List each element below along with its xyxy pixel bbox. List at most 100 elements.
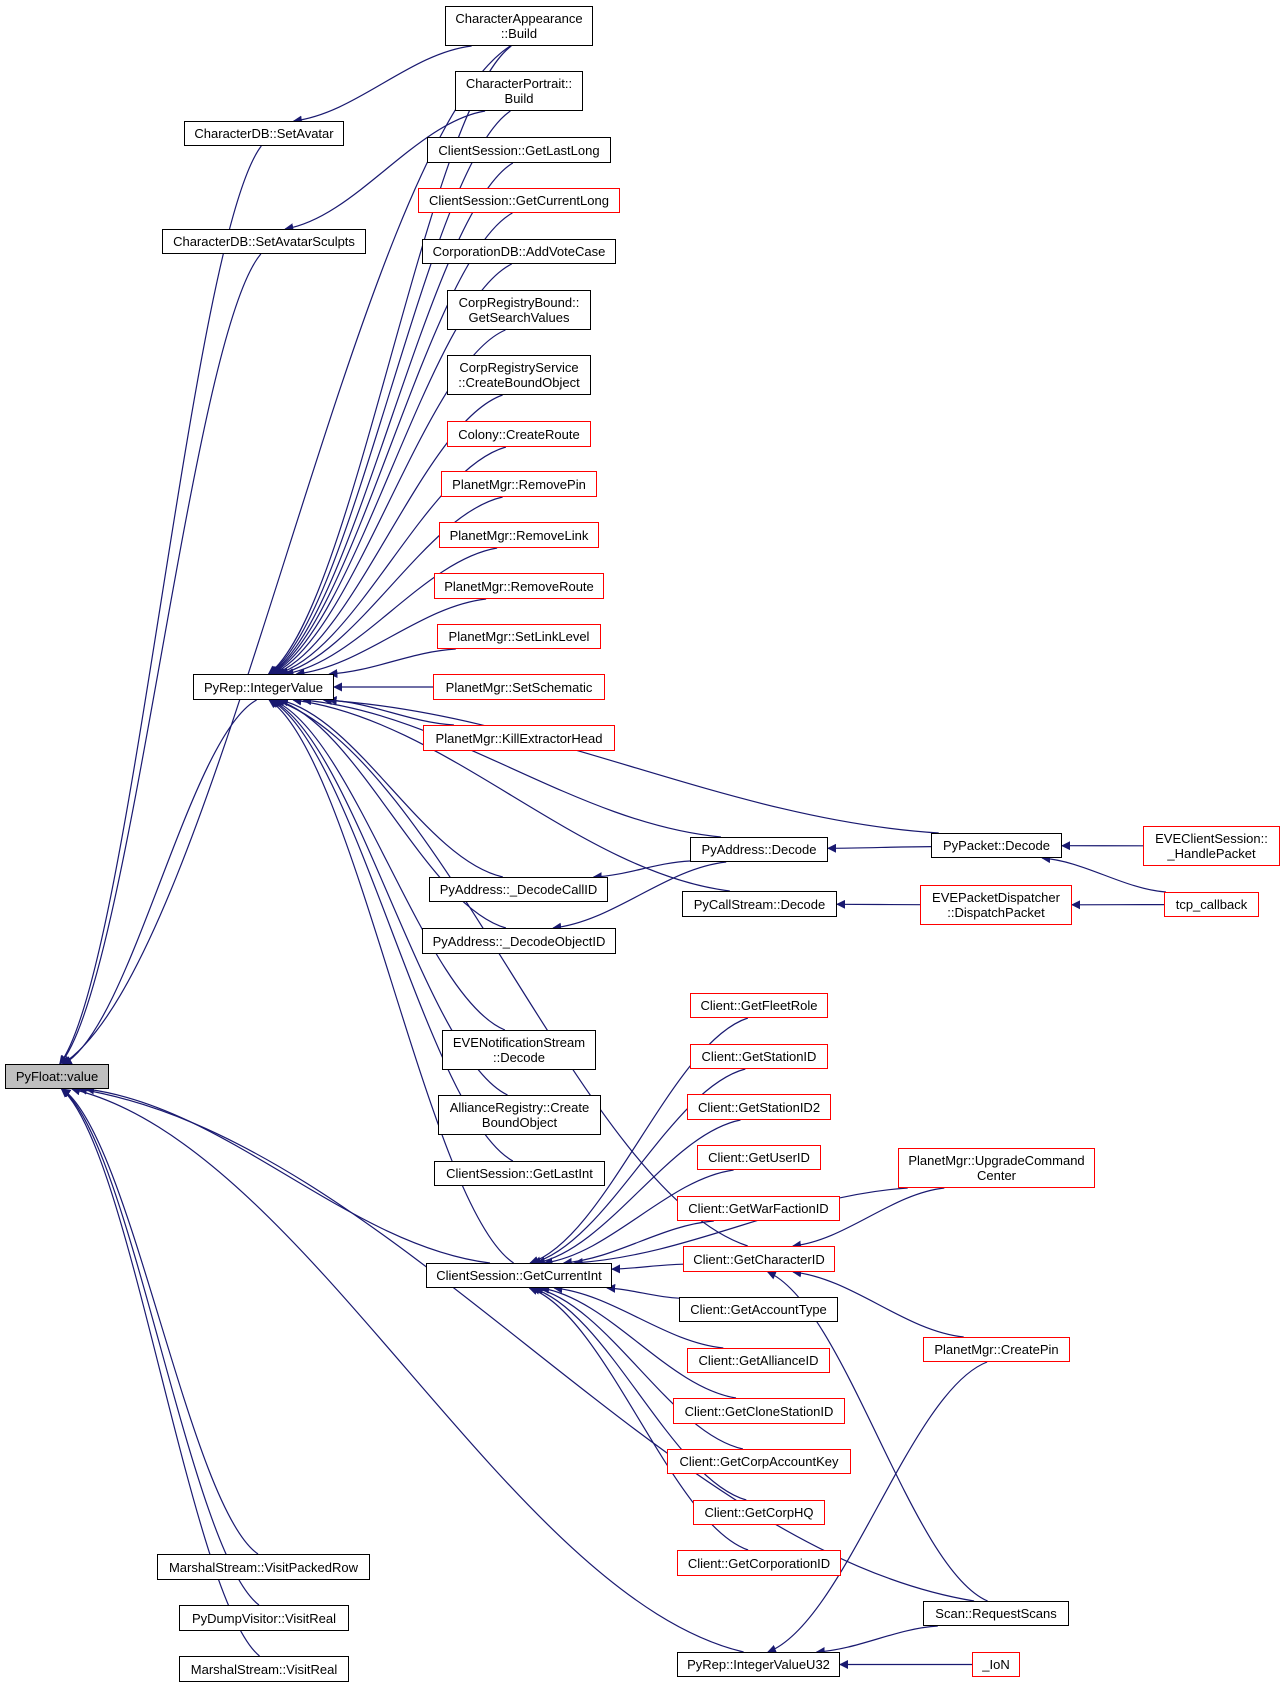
graph-node-label: MarshalStream::VisitReal — [190, 1661, 338, 1677]
graph-node-label: CharacterPortrait:: Build — [465, 76, 573, 106]
graph-node-pyaddress-decodeobjectid[interactable]: PyAddress::_DecodeObjectID — [422, 928, 616, 954]
graph-node-label: ClientSession::GetLastLong — [438, 142, 600, 158]
graph-node-label: PyDumpVisitor::VisitReal — [191, 1610, 336, 1626]
graph-node-label: PlanetMgr::KillExtractorHead — [435, 730, 603, 746]
graph-node-label: Client::GetWarFactionID — [688, 1201, 829, 1216]
edge-corpregservice-createboundobject-to-pyrep-integervalue — [273, 394, 503, 676]
edge-colony-createroute-to-pyrep-integervalue — [275, 446, 507, 677]
graph-node-eveclientsession-handlepacket[interactable]: EVEClientSession:: _HandlePacket — [1143, 826, 1280, 866]
graph-node-label: PyAddress::_DecodeObjectID — [432, 933, 606, 949]
graph-node-label: tcp_callback — [1175, 897, 1248, 912]
graph-node-client-getwarfactionid[interactable]: Client::GetWarFactionID — [677, 1196, 840, 1221]
graph-node-allianceregistry-createboundobject[interactable]: AllianceRegistry::Create BoundObject — [438, 1095, 601, 1135]
graph-node-client-getaccounttype[interactable]: Client::GetAccountType — [679, 1297, 838, 1322]
graph-node-corpdb-addvotecase[interactable]: CorporationDB::AddVoteCase — [422, 239, 616, 264]
edge-scan-requestscans-to-pyrep-integervalueu32 — [815, 1625, 938, 1656]
edge-client-getcorporationid-to-cs-getcurrentint — [528, 1286, 749, 1551]
edge-cs-getcurrentint-to-pyrep-integervalue — [268, 699, 514, 1264]
edge-evenotificationstream-decode-to-pyrep-integervalue — [271, 698, 506, 1031]
graph-node-client-getcorphq[interactable]: Client::GetCorpHQ — [693, 1500, 825, 1525]
graph-node-label: PyCallStream::Decode — [693, 896, 826, 912]
graph-node-cs-getlastlong[interactable]: ClientSession::GetLastLong — [427, 137, 611, 163]
graph-node-label: PyRep::IntegerValue — [204, 679, 323, 695]
graph-node-pyrep-integervalue[interactable]: PyRep::IntegerValue — [193, 674, 334, 700]
edge-pm-createpin-to-client-getcharacterid — [792, 1268, 964, 1338]
graph-node-label: Client::GetCorpHQ — [704, 1505, 814, 1520]
graph-node-label: EVENotificationStream ::Decode — [452, 1035, 586, 1065]
graph-node-pyaddress-decode[interactable]: PyAddress::Decode — [690, 837, 828, 862]
graph-node-label: Client::GetFleetRole — [700, 998, 818, 1013]
edge-pyaddress-decodecallid-to-pyrep-integervalue — [279, 697, 503, 878]
edge-client-getcorphq-to-cs-getcurrentint — [530, 1285, 747, 1501]
graph-node-client-getcorpaccountkey[interactable]: Client::GetCorpAccountKey — [667, 1449, 851, 1474]
graph-node-pm-setlinklevel[interactable]: PlanetMgr::SetLinkLevel — [437, 624, 601, 649]
graph-node-label: Scan::RequestScans — [935, 1606, 1057, 1621]
graph-node-client-getstationid[interactable]: Client::GetStationID — [690, 1044, 828, 1069]
graph-node-chardb-setavatar[interactable]: CharacterDB::SetAvatar — [184, 121, 344, 146]
graph-node-pm-removepin[interactable]: PlanetMgr::RemovePin — [441, 471, 597, 497]
graph-node-cs-getcurrentint[interactable]: ClientSession::GetCurrentInt — [426, 1263, 612, 1288]
graph-node-label: ClientSession::GetCurrentLong — [429, 193, 609, 208]
graph-node-client-getallianceid[interactable]: Client::GetAllianceID — [687, 1348, 830, 1373]
graph-node-label: PyAddress::Decode — [701, 842, 817, 857]
edge-pm-removepin-to-pyrep-integervalue — [279, 496, 503, 677]
graph-node-client-getuserid[interactable]: Client::GetUserID — [697, 1145, 821, 1170]
graph-node-charportrait-build[interactable]: CharacterPortrait:: Build — [455, 71, 583, 111]
graph-node-corpregbound-getsearchvalues[interactable]: CorpRegistryBound:: GetSearchValues — [447, 290, 591, 330]
graph-node-pm-createpin[interactable]: PlanetMgr::CreatePin — [923, 1337, 1070, 1362]
graph-node-pypacket-decode[interactable]: PyPacket::Decode — [931, 833, 1062, 858]
edge-pm-setlinklevel-to-pyrep-integervalue — [328, 648, 456, 679]
graph-node-client-getstationid2[interactable]: Client::GetStationID2 — [687, 1094, 831, 1120]
graph-node-pyfloat-value[interactable]: PyFloat::value — [5, 1064, 109, 1089]
graph-node-marshalstream-visitpackedrow[interactable]: MarshalStream::VisitPackedRow — [157, 1554, 370, 1580]
edge-charappearance-build-to-pyfloat-value — [61, 45, 511, 1065]
graph-node-label: CharacterDB::SetAvatar — [194, 126, 334, 141]
edge-scan-requestscans-to-client-getcharacterid — [766, 1271, 988, 1602]
graph-node-client-getcorporationid[interactable]: Client::GetCorporationID — [677, 1550, 841, 1576]
graph-node-marshalstream-visitreal[interactable]: MarshalStream::VisitReal — [179, 1656, 349, 1682]
graph-node-pm-removelink[interactable]: PlanetMgr::RemoveLink — [439, 522, 599, 548]
graph-node-evepacketdispatcher-dispatchpacket[interactable]: EVEPacketDispatcher ::DispatchPacket — [920, 885, 1072, 925]
graph-node-corpregservice-createboundobject[interactable]: CorpRegistryService ::CreateBoundObject — [447, 355, 591, 395]
graph-node-label: Client::GetStationID — [701, 1049, 817, 1064]
graph-node-pydumpvisitor-visitreal[interactable]: PyDumpVisitor::VisitReal — [179, 1605, 349, 1631]
graph-node-ion[interactable]: _IoN — [972, 1652, 1020, 1677]
graph-node-pycallstream-decode[interactable]: PyCallStream::Decode — [682, 891, 837, 917]
graph-node-pm-removeroute[interactable]: PlanetMgr::RemoveRoute — [434, 573, 604, 599]
graph-node-label: PyRep::IntegerValueU32 — [687, 1657, 830, 1672]
graph-node-label: CharacterAppearance ::Build — [455, 11, 583, 41]
edge-client-getstationid2-to-cs-getcurrentint — [535, 1119, 741, 1266]
graph-node-client-getcharacterid[interactable]: Client::GetCharacterID — [683, 1246, 835, 1272]
graph-node-chardb-setavatarsculpts[interactable]: CharacterDB::SetAvatarSculpts — [162, 229, 366, 254]
edge-pm-upgradecommandcenter-to-client-getcharacterid — [792, 1187, 945, 1250]
graph-node-colony-createroute[interactable]: Colony::CreateRoute — [447, 421, 591, 447]
graph-node-pm-killextractorhead[interactable]: PlanetMgr::KillExtractorHead — [423, 725, 615, 751]
graph-node-label: AllianceRegistry::Create BoundObject — [449, 1100, 590, 1130]
edge-client-getclonestationid-to-cs-getcurrentint — [540, 1284, 737, 1399]
edge-client-getfleetrole-to-cs-getcurrentint — [529, 1017, 749, 1265]
graph-node-scan-requestscans[interactable]: Scan::RequestScans — [923, 1601, 1069, 1626]
graph-node-pyrep-integervalueu32[interactable]: PyRep::IntegerValueU32 — [677, 1652, 840, 1677]
graph-node-tcp-callback[interactable]: tcp_callback — [1164, 892, 1259, 917]
edge-pyrep-integervalue-to-pyfloat-value — [62, 699, 257, 1065]
graph-node-client-getfleetrole[interactable]: Client::GetFleetRole — [690, 993, 828, 1018]
graph-node-pyaddress-decodecallid[interactable]: PyAddress::_DecodeCallID — [429, 877, 608, 902]
graph-node-pm-setschematic[interactable]: PlanetMgr::SetSchematic — [433, 674, 605, 700]
graph-node-charappearance-build[interactable]: CharacterAppearance ::Build — [445, 6, 593, 46]
graph-node-pm-upgradecommandcenter[interactable]: PlanetMgr::UpgradeCommand Center — [898, 1148, 1095, 1188]
graph-node-label: PlanetMgr::RemoveRoute — [444, 578, 594, 594]
graph-node-label: PlanetMgr::SetSchematic — [445, 679, 593, 695]
graph-node-label: PyAddress::_DecodeCallID — [439, 882, 598, 897]
graph-node-label: CorpRegistryBound:: GetSearchValues — [458, 295, 580, 325]
graph-node-cs-getlastint[interactable]: ClientSession::GetLastInt — [434, 1161, 605, 1186]
graph-node-client-getclonestationid[interactable]: Client::GetCloneStationID — [673, 1398, 845, 1424]
graph-node-cs-getcurrentlong[interactable]: ClientSession::GetCurrentLong — [418, 188, 620, 213]
edge-pm-removelink-to-pyrep-integervalue — [284, 547, 498, 678]
edge-chardb-setavatar-to-pyfloat-value — [59, 145, 262, 1065]
edge-chardb-setavatarsculpts-to-pyfloat-value — [59, 253, 262, 1065]
graph-node-evenotificationstream-decode[interactable]: EVENotificationStream ::Decode — [442, 1030, 596, 1070]
edge-pyrep-integervalueu32-to-pyfloat-value — [71, 1086, 744, 1653]
graph-node-label: PyPacket::Decode — [943, 838, 1050, 853]
graph-node-label: Client::GetStationID2 — [697, 1099, 821, 1115]
edge-pyaddress-decode-to-pyaddress-decodecallid — [592, 860, 691, 882]
